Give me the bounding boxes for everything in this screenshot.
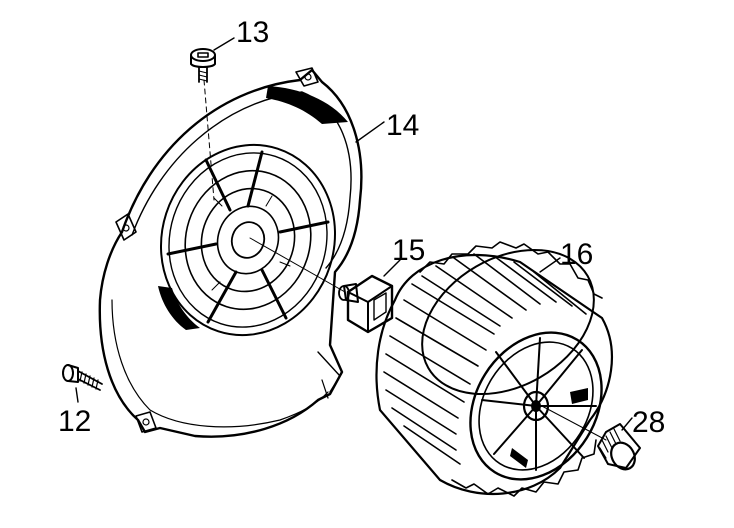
- rim-band-top: [266, 86, 348, 124]
- callout-14: 14: [386, 109, 419, 142]
- assembly-axis-main: [249, 237, 346, 293]
- callout-13: 13: [236, 16, 269, 49]
- nut-28: [597, 423, 641, 471]
- fan-wheel-16: [375, 241, 613, 497]
- fan-housing: [98, 67, 363, 438]
- rim-band-bottom: [158, 286, 200, 330]
- screw-13: [190, 48, 216, 83]
- leader-28: [621, 417, 633, 431]
- assembly-axis-right: [539, 404, 607, 441]
- callout-28: 28: [632, 406, 665, 439]
- adapter-15: [338, 274, 394, 334]
- leader-12: [75, 387, 79, 403]
- callout-15: 15: [392, 234, 425, 267]
- leader-15: [383, 259, 401, 277]
- screw-12: [62, 364, 103, 391]
- callout-16: 16: [560, 238, 593, 271]
- leader-16: [539, 257, 561, 273]
- callout-12: 12: [58, 405, 91, 438]
- leader-13: [213, 37, 235, 51]
- leader-14: [355, 121, 385, 143]
- intake-grille: [159, 143, 337, 337]
- wheel-shadow-a: [510, 448, 528, 468]
- wheel-shadow-b: [570, 388, 588, 404]
- assembly-axis-top: [203, 79, 215, 201]
